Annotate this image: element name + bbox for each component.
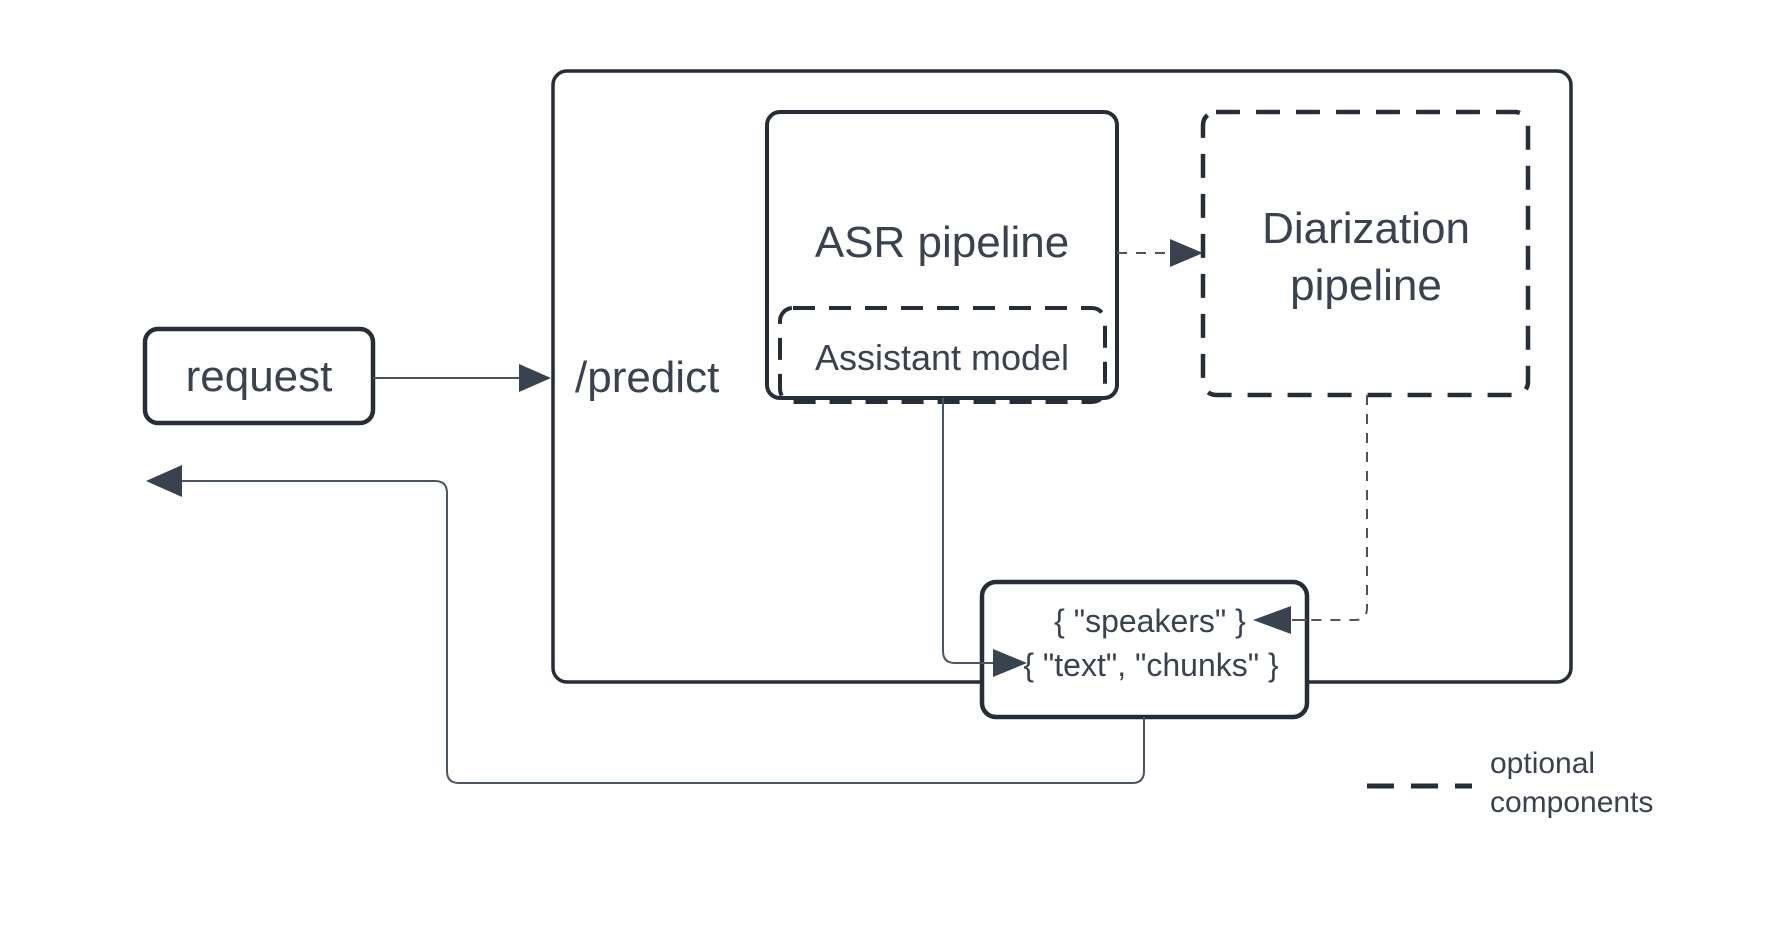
arrow-asr-diar-head-icon	[1170, 239, 1203, 267]
connector-asr-to-output	[942, 398, 1027, 677]
connector-diar-output-line	[1307, 395, 1368, 621]
connector-diar-output-head-icon	[1253, 606, 1291, 634]
output-text-chunks-label: { "text", "chunks" }	[1023, 647, 1279, 683]
output-node: { "speakers" } { "text", "chunks" }	[979, 579, 1310, 720]
legend-label-line1: optional	[1490, 747, 1595, 780]
asr-pipeline-label: ASR pipeline	[815, 218, 1069, 267]
connector-asr-output-line	[942, 398, 994, 664]
diarization-pipeline-node: Diarization pipeline	[1200, 109, 1531, 398]
arrow-asr-to-diarization	[1117, 239, 1203, 267]
legend: optional components	[1367, 747, 1653, 819]
connector-diarization-to-output	[1253, 395, 1368, 634]
request-node-border	[142, 326, 376, 426]
return-line	[180, 480, 1145, 784]
output-speakers-label: { "speakers" }	[1054, 603, 1246, 639]
return-head-icon	[146, 465, 182, 497]
connector-asr-output-head-icon	[993, 649, 1027, 677]
assistant-model-label: Assistant model	[815, 337, 1069, 378]
arrow-request-to-predict	[373, 364, 551, 392]
request-label: request	[186, 352, 333, 401]
diarization-label-line2: pipeline	[1290, 261, 1442, 310]
diarization-pipeline-border	[1200, 109, 1531, 398]
legend-label-line2: components	[1490, 786, 1653, 819]
arrow-request-head-icon	[519, 364, 551, 392]
predict-endpoint-label: /predict	[575, 353, 719, 402]
arrow-output-to-response	[146, 465, 1145, 784]
request-node: request	[142, 326, 376, 426]
diarization-label-line1: Diarization	[1262, 204, 1470, 253]
